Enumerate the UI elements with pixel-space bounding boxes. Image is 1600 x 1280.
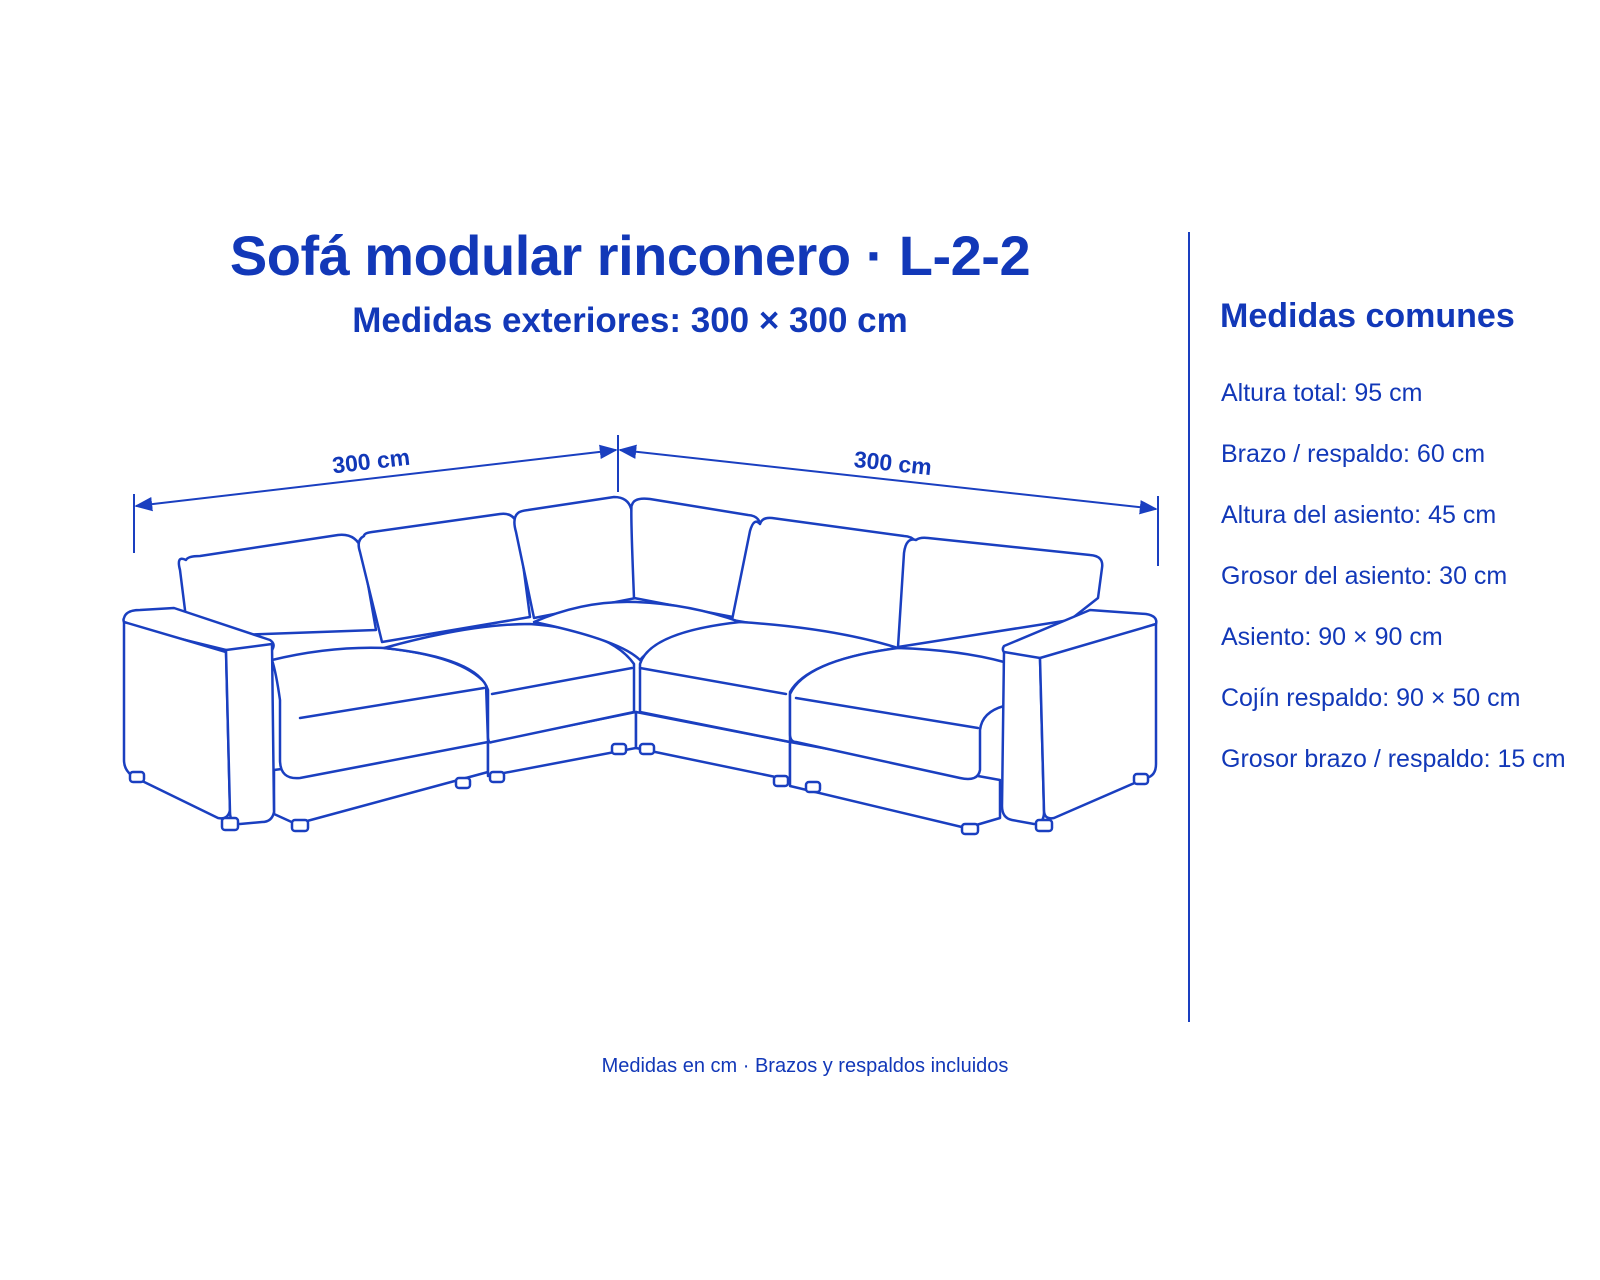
page-title: Sofá modular rinconero · L-2-2 [229, 224, 1031, 287]
arm-right-front [1000, 650, 1046, 826]
spec-item-arm-back: Brazo / respaldo: 60 cm [1221, 440, 1486, 468]
back-cushion-right-outer [896, 536, 1104, 649]
spec-item-back-cushion: Cojín respaldo: 90 × 50 cm [1221, 684, 1521, 712]
page-subtitle: Medidas exteriores: 300 × 300 cm [352, 301, 908, 340]
arm-left-side [122, 620, 232, 820]
specs-heading: Medidas comunes [1220, 297, 1515, 335]
spec-item-seat-size: Asiento: 90 × 90 cm [1221, 623, 1443, 651]
right-dimension-label: 300 cm [853, 446, 933, 480]
dimension-lines [133, 435, 1159, 566]
vertical-divider [1188, 232, 1190, 1022]
arm-right-side [1038, 622, 1158, 820]
foot-7 [638, 742, 656, 756]
back-cushion-left-outer [177, 533, 378, 638]
spec-item-arm-thickness: Grosor brazo / respaldo: 15 cm [1221, 745, 1566, 773]
back-cushion-corner-left [513, 495, 638, 620]
seat-front-line-left-2 [490, 666, 634, 696]
arm-left-front [224, 642, 276, 826]
foot-8 [772, 774, 790, 788]
foot-10 [960, 822, 980, 836]
foot-1 [128, 770, 146, 784]
seat-cushion-left-2 [382, 622, 636, 744]
foot-5 [488, 770, 506, 784]
footer-note: Medidas en cm · Brazos y respaldos inclu… [601, 1055, 1009, 1077]
left-dimension-label: 300 cm [331, 444, 411, 479]
spec-item-total-height: Altura total: 95 cm [1221, 379, 1423, 407]
foot-6 [610, 742, 628, 756]
foot-2 [220, 816, 240, 832]
seat-front-line-right-1 [638, 666, 788, 696]
spec-item-seat-thickness: Grosor del asiento: 30 cm [1221, 562, 1508, 590]
right-dimension-line [618, 444, 1158, 515]
foot-9 [804, 780, 822, 794]
spec-item-seat-height: Altura del asiento: 45 cm [1221, 501, 1497, 529]
seat-front-line-left-1 [298, 686, 486, 720]
foot-12 [1132, 772, 1150, 786]
back-cushion-left-middle [357, 512, 532, 644]
foot-4 [454, 776, 472, 790]
seat-front-line-right-2 [794, 696, 980, 730]
specs-list: Altura total: 95 cm Brazo / respaldo: 60… [1221, 376, 1566, 803]
foot-3 [290, 818, 310, 833]
left-dimension-line [134, 444, 618, 512]
foot-11 [1034, 818, 1054, 833]
sofa-drawing [122, 495, 1158, 836]
